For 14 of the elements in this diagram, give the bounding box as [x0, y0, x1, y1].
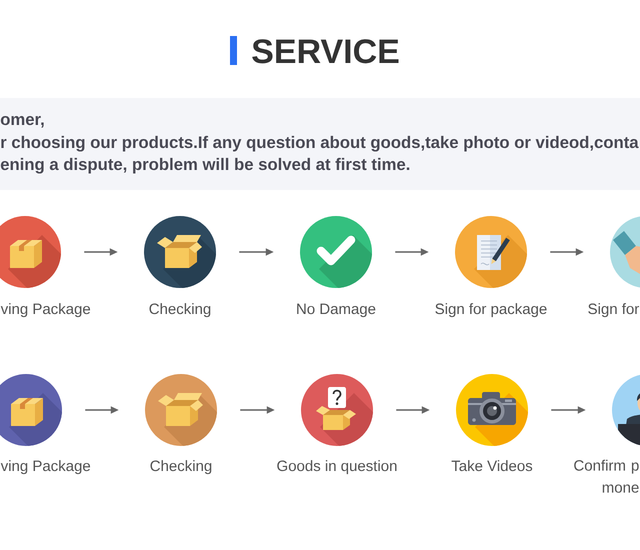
notice-text: r choosing our products.If any question about goods,take photo or videod,conta	[1, 136, 639, 152]
step-label: Checking	[150, 460, 212, 474]
step-label: ving Package	[0, 303, 90, 318]
step-label: Confirm p mone	[574, 460, 639, 493]
step-label: Checking	[150, 303, 210, 318]
notice-text: ening a dispute, problem will be solved at first time.	[0, 158, 410, 174]
step-label: ving Package	[0, 460, 90, 474]
step-label: Take Videos	[452, 460, 532, 472]
notice-text: omer,	[0, 116, 44, 128]
step-label: Sign for	[588, 303, 640, 318]
step-label: Goods in question	[277, 460, 396, 474]
step-label: Sign for package	[435, 303, 547, 318]
title: SERVICE	[252, 39, 399, 64]
step-label: No Damage	[297, 304, 376, 318]
